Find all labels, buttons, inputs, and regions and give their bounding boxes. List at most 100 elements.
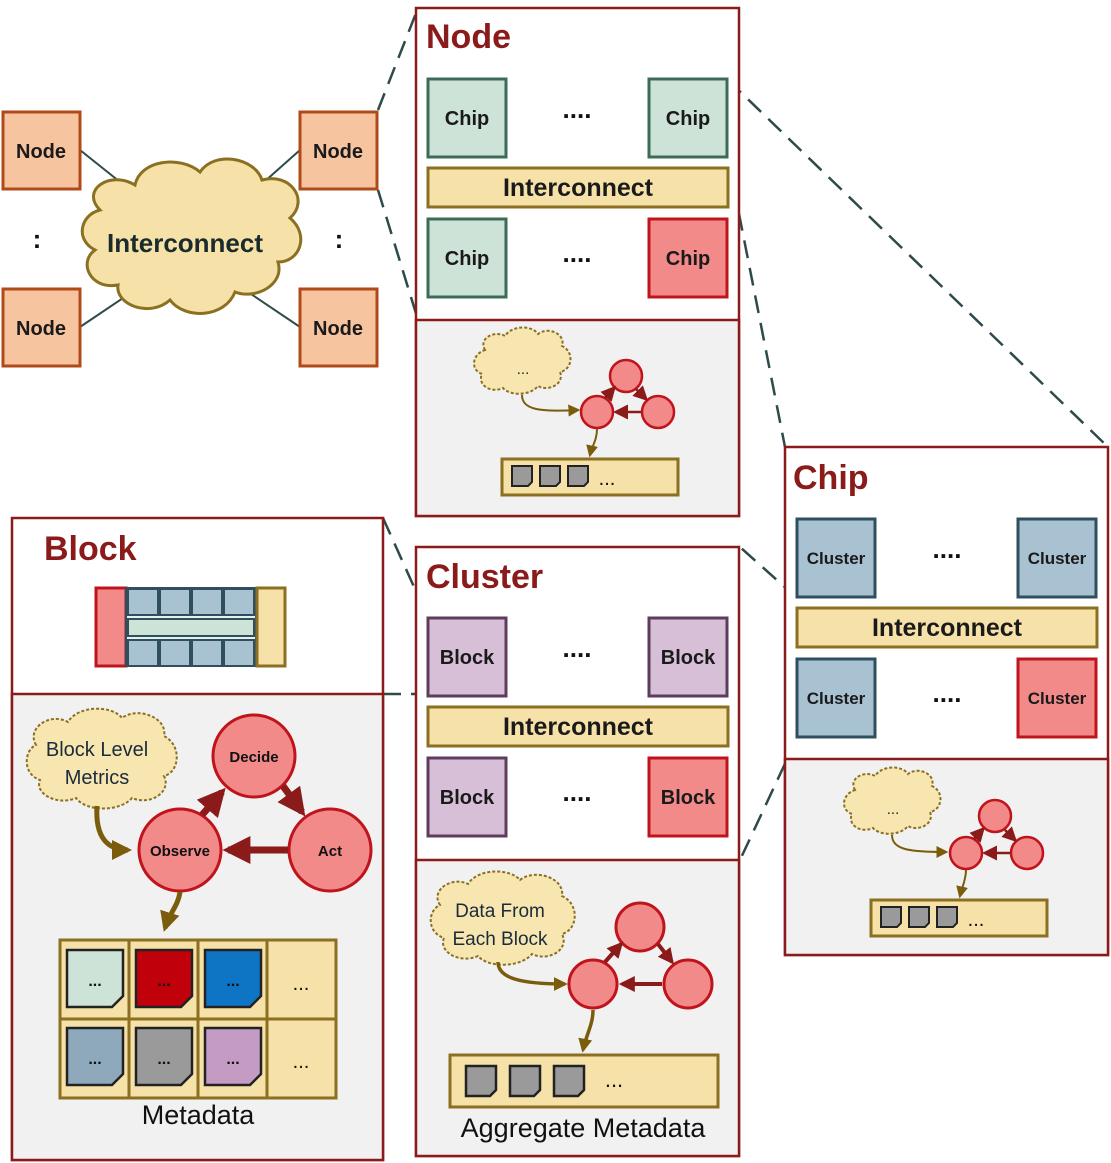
loop-node-decide xyxy=(608,358,644,394)
horizontal-ellipsis: .... xyxy=(933,534,962,564)
chip-panel: Chip Cluster .... Cluster Interconnect C… xyxy=(783,445,1110,957)
loop-node-observe xyxy=(567,958,619,1010)
system-interconnect-cloud xyxy=(80,157,303,315)
metadata-ellipsis: ... xyxy=(968,909,985,931)
node-chip-highlight: Chip xyxy=(647,217,729,299)
block-label: Block xyxy=(440,787,495,809)
doc-icon xyxy=(880,906,902,928)
doc-icon xyxy=(508,1064,542,1098)
chip-cluster-highlight: Cluster xyxy=(1016,657,1098,739)
metadata-doc-icon: ... xyxy=(203,948,263,1009)
doc-ellipsis: ... xyxy=(157,1051,170,1068)
node-label: Node xyxy=(16,318,66,340)
metadata-ellipsis: ... xyxy=(599,468,616,490)
node-chip-1: Chip xyxy=(426,77,508,159)
block-panel-title: Block xyxy=(44,530,137,568)
system-node-tr: Node xyxy=(298,110,379,191)
system-node-tl: Node xyxy=(1,110,82,191)
cluster-block-3: Block xyxy=(426,756,508,838)
block-control-loop: Block Level Metrics Decide Observe Act xyxy=(25,707,373,932)
doc-ellipsis: ... xyxy=(88,1051,101,1068)
doc-icon xyxy=(464,1064,498,1098)
cluster-block-highlight: Block xyxy=(647,756,729,838)
block-panel: Block Block Level Metrics Decide xyxy=(10,516,385,1162)
doc-icon xyxy=(552,1064,586,1098)
metadata-doc-icon: ... xyxy=(203,1026,263,1087)
node-interconnect-bar: Interconnect xyxy=(426,166,730,209)
cloud-text-line1: Data From xyxy=(455,901,545,922)
cluster-data-cloud xyxy=(429,870,576,966)
chip-cluster-3: Cluster xyxy=(795,657,877,739)
node-label: Node xyxy=(16,141,66,163)
cloud-ellipsis: ... xyxy=(887,801,900,818)
chip-label: Chip xyxy=(445,248,489,270)
node-control-loop: ... ... xyxy=(473,326,680,497)
horizontal-ellipsis: .... xyxy=(563,238,592,268)
observe-node: Observe xyxy=(137,807,223,893)
doc-ellipsis: ... xyxy=(157,973,170,990)
chip-cluster-2: Cluster xyxy=(1016,517,1098,599)
grid-ellipsis: ... xyxy=(293,1051,310,1073)
cluster-block-1: Block xyxy=(426,616,508,698)
chip-label: Chip xyxy=(445,108,489,130)
cluster-block-2: Block xyxy=(647,616,729,698)
doc-icon xyxy=(539,465,561,487)
system-node-bl: Node xyxy=(1,287,82,368)
node-panel: Node Chip .... Chip Interconnect Chip ..… xyxy=(414,6,741,518)
metadata-caption: Metadata xyxy=(142,1100,256,1130)
system-interconnect-label: Interconnect xyxy=(107,228,263,258)
loop-node-act xyxy=(1009,835,1045,871)
chip-cluster-1: Cluster xyxy=(795,517,877,599)
interconnect-label: Interconnect xyxy=(503,174,654,202)
vertical-ellipsis: : xyxy=(33,224,42,254)
cluster-panel-title: Cluster xyxy=(426,558,543,596)
vertical-ellipsis: : xyxy=(335,224,344,254)
metadata-doc-icon: ... xyxy=(134,1026,194,1087)
grid-ellipsis: ... xyxy=(293,973,310,995)
cluster-interconnect-bar: Interconnect xyxy=(426,705,730,748)
node-panel-title: Node xyxy=(426,18,511,56)
decide-label: Decide xyxy=(229,749,278,766)
doc-ellipsis: ... xyxy=(226,973,239,990)
chip-control-loop: ... ... xyxy=(843,766,1049,938)
metadata-ellipsis: ... xyxy=(605,1067,623,1092)
block-label: Block xyxy=(440,647,495,669)
chip-panel-title: Chip xyxy=(793,459,869,497)
cluster-label: Cluster xyxy=(807,549,866,568)
doc-ellipsis: ... xyxy=(88,973,101,990)
observe-label: Observe xyxy=(150,843,210,860)
horizontal-ellipsis: .... xyxy=(563,777,592,807)
block-structure xyxy=(94,586,287,668)
cluster-label: Cluster xyxy=(1028,689,1087,708)
loop-node-act xyxy=(662,958,714,1010)
metadata-doc-icon: ... xyxy=(65,948,125,1009)
chip-label: Chip xyxy=(666,108,710,130)
cloud-ellipsis: ... xyxy=(517,361,530,378)
loop-node-observe xyxy=(579,394,615,430)
node-label: Node xyxy=(313,141,363,163)
cluster-label: Cluster xyxy=(807,689,866,708)
chip-label: Chip xyxy=(666,248,710,270)
cluster-label: Cluster xyxy=(1028,549,1087,568)
interconnect-label: Interconnect xyxy=(503,713,654,741)
loop-node-act xyxy=(640,394,676,430)
interconnect-label: Interconnect xyxy=(872,614,1023,642)
node-label: Node xyxy=(313,318,363,340)
horizontal-ellipsis: .... xyxy=(933,678,962,708)
cluster-control-loop: Data From Each Block ... Aggregate Metad… xyxy=(429,870,720,1143)
node-chip-3: Chip xyxy=(426,217,508,299)
doc-icon xyxy=(936,906,958,928)
decide-node: Decide xyxy=(211,713,297,799)
aggregate-metadata-caption: Aggregate Metadata xyxy=(461,1113,707,1143)
doc-icon xyxy=(908,906,930,928)
doc-icon xyxy=(511,465,533,487)
horizontal-ellipsis: .... xyxy=(563,633,592,663)
doc-ellipsis: ... xyxy=(226,1051,239,1068)
node-metrics-cloud xyxy=(473,326,572,395)
horizontal-ellipsis: .... xyxy=(563,94,592,124)
act-node: Act xyxy=(287,807,373,893)
system-node-br: Node xyxy=(298,287,379,368)
cloud-text-line1: Block Level xyxy=(46,739,148,761)
chip-metrics-cloud xyxy=(843,766,942,835)
metadata-doc-icon: ... xyxy=(65,1026,125,1087)
